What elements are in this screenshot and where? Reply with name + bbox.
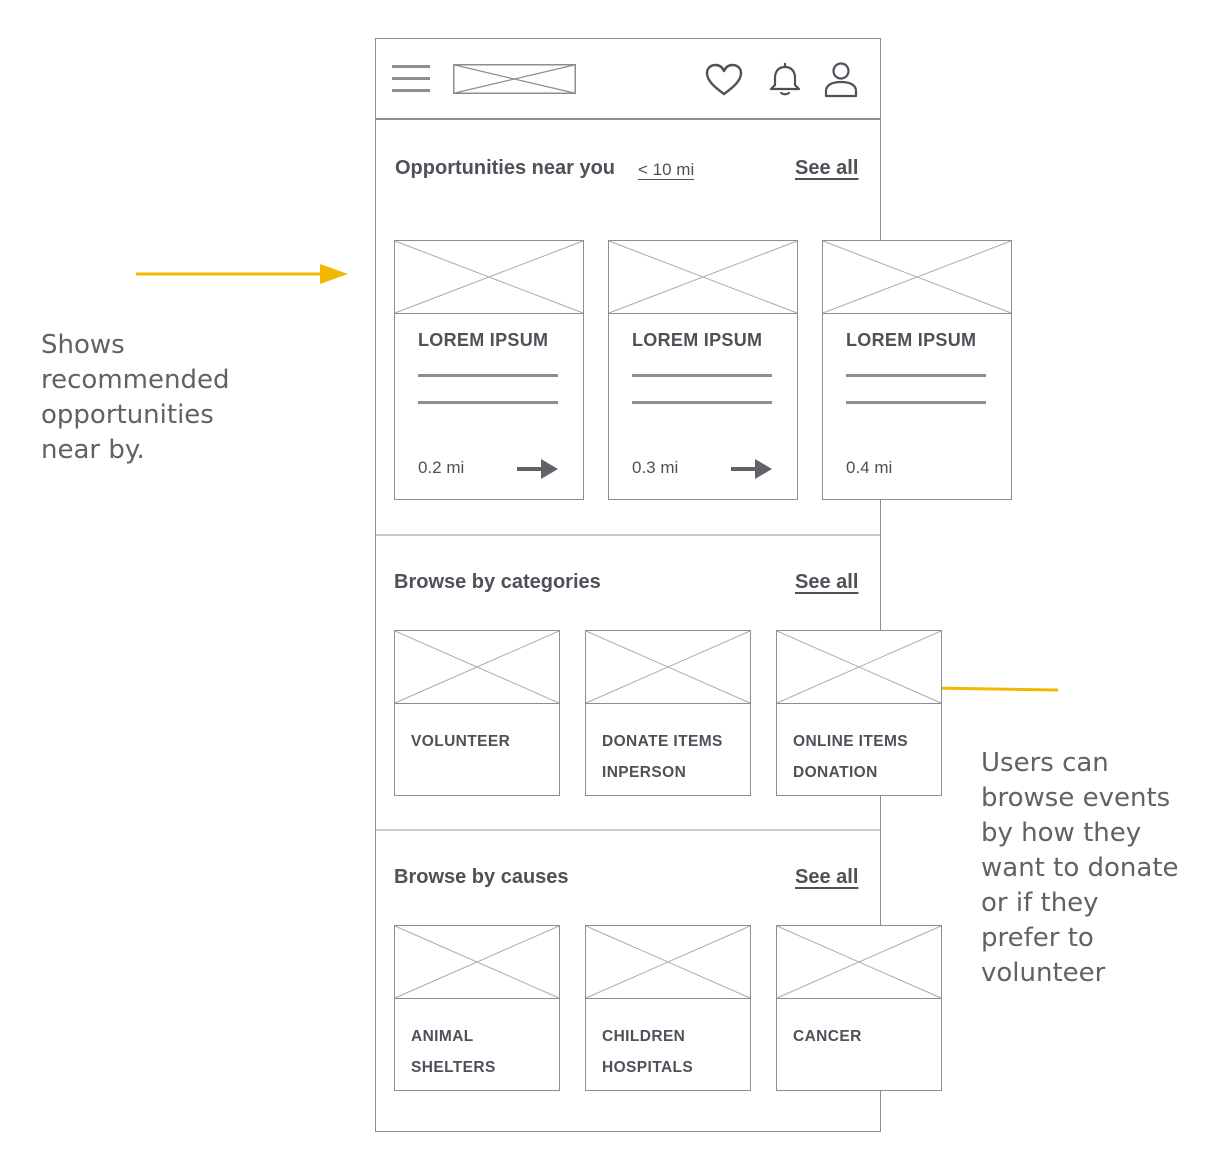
section-divider: [376, 534, 880, 536]
heart-icon[interactable]: [705, 63, 743, 97]
image-placeholder: [777, 926, 941, 999]
text-line-placeholder: [418, 374, 558, 377]
card-distance: 0.3 mi: [632, 458, 679, 477]
image-placeholder: [395, 926, 559, 999]
cause-label: CANCER: [793, 1028, 862, 1045]
text-line-placeholder: [632, 374, 772, 377]
cause-tile[interactable]: CHILDREN HOSPITALS: [585, 925, 751, 1091]
card-distance: 0.2 mi: [418, 458, 465, 477]
category-tile[interactable]: DONATE ITEMS INPERSON: [585, 630, 751, 796]
text-line-placeholder: [632, 401, 772, 404]
nearby-see-all-link[interactable]: See all: [795, 157, 859, 179]
image-placeholder: [609, 241, 797, 314]
phone-screen: Opportunities near you < 10 mi See all L…: [375, 38, 1012, 1132]
annotation-arrow-right: [136, 264, 348, 284]
annotation-right-note: Users can browse events by how they want…: [981, 748, 1179, 988]
image-placeholder: [777, 631, 941, 704]
cause-label: ANIMAL SHELTERS: [411, 1028, 496, 1076]
text-line-placeholder: [418, 401, 558, 404]
image-placeholder: [586, 926, 750, 999]
causes-section-title: Browse by causes: [394, 866, 569, 888]
image-placeholder: [395, 631, 559, 704]
category-label: ONLINE ITEMS DONATION: [793, 733, 909, 781]
card-title: LOREM IPSUM: [846, 330, 977, 350]
category-label: VOLUNTEER: [411, 733, 511, 750]
category-tile[interactable]: ONLINE ITEMS DONATION: [776, 630, 942, 796]
arrow-right-icon[interactable]: [731, 458, 773, 480]
section-divider: [376, 829, 880, 831]
logo-placeholder[interactable]: [453, 64, 576, 94]
annotation-left-note: Shows recommended opportunities near by.: [41, 330, 230, 465]
header-divider: [376, 118, 880, 120]
category-tile[interactable]: VOLUNTEER: [394, 630, 560, 796]
text-line-placeholder: [846, 401, 986, 404]
card-title: LOREM IPSUM: [632, 330, 763, 350]
image-placeholder: [823, 241, 1011, 314]
card-title: LOREM IPSUM: [418, 330, 549, 350]
categories-see-all-link[interactable]: See all: [795, 571, 859, 593]
cause-tile[interactable]: ANIMAL SHELTERS: [394, 925, 560, 1091]
opportunity-card[interactable]: LOREM IPSUM 0.3 mi: [608, 240, 798, 500]
causes-see-all-link[interactable]: See all: [795, 866, 859, 888]
opportunity-card[interactable]: LOREM IPSUM 0.4 mi: [822, 240, 1012, 500]
categories-section-title: Browse by categories: [394, 571, 601, 593]
user-icon[interactable]: [823, 61, 859, 99]
opportunity-card[interactable]: LOREM IPSUM 0.2 mi: [394, 240, 584, 500]
text-line-placeholder: [846, 374, 986, 377]
bell-icon[interactable]: [768, 62, 802, 98]
image-placeholder: [586, 631, 750, 704]
nearby-section-title: Opportunities near you: [395, 157, 616, 179]
image-placeholder: [395, 241, 583, 314]
hamburger-menu-icon[interactable]: [392, 65, 430, 93]
distance-filter[interactable]: < 10 mi: [638, 160, 695, 179]
arrow-right-icon[interactable]: [517, 458, 559, 480]
cause-label: CHILDREN HOSPITALS: [602, 1028, 694, 1076]
cause-tile[interactable]: CANCER: [776, 925, 942, 1091]
category-label: DONATE ITEMS INPERSON: [602, 733, 723, 781]
card-distance: 0.4 mi: [846, 458, 893, 477]
